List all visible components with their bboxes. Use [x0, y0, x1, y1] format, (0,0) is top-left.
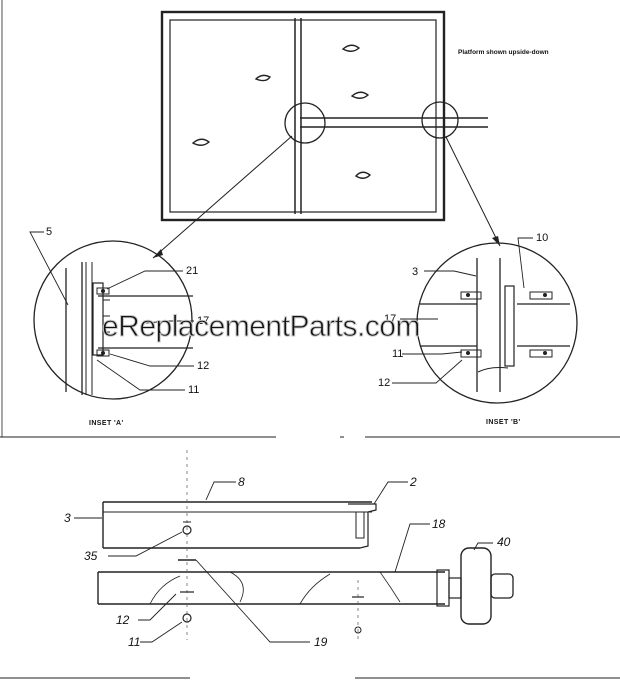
callout-inset-a-21: 21 [186, 265, 198, 277]
callout-lower-35: 35 [84, 549, 98, 563]
lower-leaders [74, 481, 493, 643]
callout-inset-a-17: 17 [197, 315, 209, 327]
callout-inset-b-11: 11 [392, 348, 403, 360]
callout-inset-a-11: 11 [188, 384, 199, 396]
inset-a-caption: INSET 'A' [89, 420, 124, 427]
inset-b-caption: INSET 'B' [486, 419, 521, 426]
callout-lower-18: 18 [432, 517, 446, 531]
inset-b-marker-circle [421, 101, 459, 139]
callout-lower-3: 3 [64, 511, 71, 525]
wood-grain-marks [191, 44, 372, 179]
callout-lower-19: 19 [314, 635, 328, 649]
callout-lower-40: 40 [497, 535, 511, 549]
callout-inset-b-10: 10 [536, 232, 548, 244]
callout-inset-b-17: 17 [384, 313, 396, 325]
platform-frame [160, 10, 446, 222]
inset-a-marker-circle [284, 102, 326, 144]
caster-wheel [448, 547, 514, 625]
callout-lower-12: 12 [116, 613, 130, 627]
callout-inset-b-12: 12 [378, 377, 390, 389]
callout-inset-b-3: 3 [412, 266, 418, 278]
fasteners [178, 450, 364, 640]
inset-b-leader [445, 136, 501, 247]
callout-lower-2: 2 [409, 475, 417, 489]
platform-cross-tube [300, 117, 488, 128]
platform-orientation-note: Platform shown upside-down [458, 49, 549, 56]
inset-a-leader [152, 135, 293, 259]
upper-rail [102, 501, 377, 549]
callout-lower-11: 11 [128, 635, 140, 649]
watermark: eReplacementParts.com [102, 310, 420, 343]
inset-a [29, 231, 194, 400]
lower-tube [97, 569, 450, 607]
callout-inset-a-12: 12 [197, 360, 209, 372]
inset-b [392, 237, 578, 404]
callout-inset-a-5: 5 [46, 226, 52, 238]
callout-lower-8: 8 [238, 475, 245, 489]
